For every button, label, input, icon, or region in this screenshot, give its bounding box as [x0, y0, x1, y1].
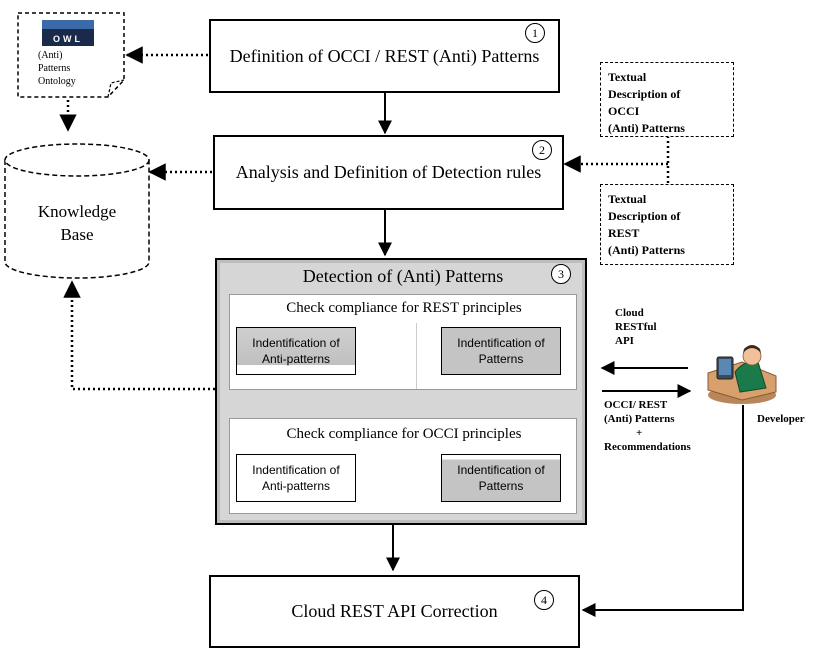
step1-box: Definition of OCCI / REST (Anti) Pattern…	[209, 19, 560, 93]
feedback-line4: Recommendations	[604, 441, 691, 453]
cloud-api-label: Cloud RESTful API	[615, 306, 685, 348]
knowledge-base-cylinder	[4, 143, 150, 279]
textual-occi-line3: OCCI	[608, 104, 640, 118]
cloud-api-line2: RESTful	[615, 321, 657, 333]
occi-pattern-box: Indentification of Patterns	[441, 454, 561, 502]
textual-occi-line2: Description of	[608, 87, 681, 101]
ontology-label-line2: Patterns	[38, 63, 71, 74]
developer-icon	[707, 345, 777, 404]
textual-rest-line1: Textual	[608, 192, 647, 206]
rest-pattern-line1: Indentification of	[457, 336, 545, 350]
knowledge-base-line2: Base	[60, 225, 94, 244]
occi-pattern-line1: Indentification of	[457, 463, 545, 477]
knowledge-base-label: Knowledge Base	[10, 200, 144, 246]
occi-antipattern-line1: Indentification of	[252, 463, 340, 477]
textual-rest-line2: Description of	[608, 209, 681, 223]
arrow-step3-to-kb	[63, 280, 215, 391]
arrow-developer-to-step4	[581, 405, 744, 617]
cloud-api-line3: API	[615, 335, 634, 347]
textual-occi-line4: (Anti) Patterns	[608, 121, 685, 135]
cloud-api-line1: Cloud	[615, 307, 644, 319]
feedback-line1: OCCI/ REST	[604, 399, 668, 411]
occi-pattern-line2: Patterns	[478, 479, 524, 493]
ontology-label: (Anti) Patterns Ontology	[38, 49, 118, 88]
step2-label: Analysis and Definition of Detection rul…	[235, 162, 542, 182]
step2-number: 2	[532, 140, 552, 160]
step4-number: 4	[534, 590, 554, 610]
occi-compliance-title: Check compliance for OCCI principles	[286, 426, 522, 442]
rest-antipattern-line2: Anti-patterns	[261, 352, 331, 366]
rest-compliance-title: Check compliance for REST principles	[286, 300, 522, 316]
occi-antipattern-box: Indentification of Anti-patterns	[236, 454, 356, 502]
feedback-line3: +	[636, 427, 643, 439]
textual-rest-line4: (Anti) Patterns	[608, 243, 685, 257]
feedback-label: OCCI/ REST (Anti) Patterns + Recommendat…	[600, 398, 712, 454]
step4-box: Cloud REST API Correction	[209, 575, 580, 648]
ontology-label-line1: (Anti)	[38, 50, 63, 61]
textual-occi-line1: Textual	[608, 70, 647, 84]
textual-rest-box: Textual Description of REST (Anti) Patte…	[600, 184, 734, 265]
ontology-label-line3: Ontology	[38, 76, 76, 87]
owl-logo-icon: OWL	[42, 20, 94, 46]
rest-divider	[416, 323, 417, 389]
feedback-line2: (Anti) Patterns	[604, 413, 675, 425]
occi-antipattern-line2: Anti-patterns	[261, 479, 331, 493]
step4-label: Cloud REST API Correction	[291, 601, 498, 621]
step3-title: Detection of (Anti) Patterns	[302, 266, 504, 286]
rest-antipattern-line1: Indentification of	[252, 336, 340, 350]
step1-number: 1	[525, 23, 545, 43]
knowledge-base-line1: Knowledge	[37, 202, 117, 221]
step3-number: 3	[551, 264, 571, 284]
step2-box: Analysis and Definition of Detection rul…	[213, 135, 564, 210]
developer-label: Developer	[757, 413, 805, 425]
rest-antipattern-box: Indentification of Anti-patterns	[236, 327, 356, 375]
step1-label: Definition of OCCI / REST (Anti) Pattern…	[229, 45, 540, 66]
textual-occi-box: Textual Description of OCCI (Anti) Patte…	[600, 62, 734, 137]
svg-text:OWL: OWL	[53, 34, 83, 44]
rest-pattern-box: Indentification of Patterns	[441, 327, 561, 375]
textual-rest-line3: REST	[608, 226, 640, 240]
rest-pattern-line2: Patterns	[478, 352, 524, 366]
